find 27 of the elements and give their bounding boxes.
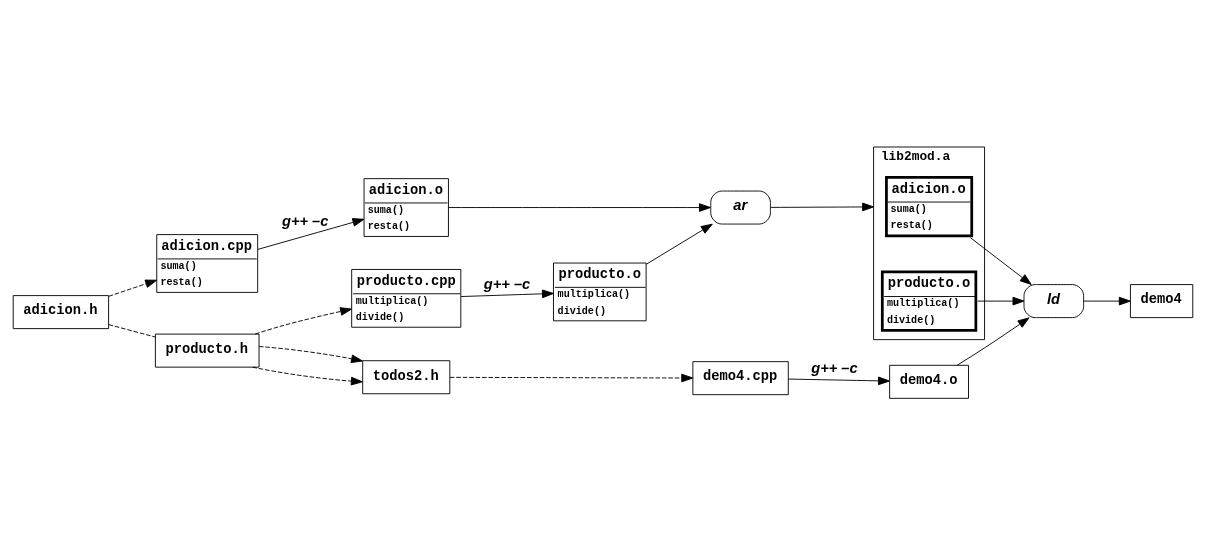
arrow <box>449 373 694 382</box>
arrow <box>645 223 713 265</box>
node-box: adicion.h <box>12 294 110 329</box>
node-box: demo4.cpp <box>692 360 789 395</box>
node-box: ar <box>710 190 771 224</box>
node-box: ld <box>1023 283 1085 318</box>
node-box: demo4 <box>1129 283 1194 318</box>
edge-label: g++ –c <box>483 275 531 292</box>
arrow <box>108 279 158 297</box>
arrow <box>787 376 890 385</box>
arrow <box>257 217 365 250</box>
arrow <box>252 366 363 385</box>
edge-label: g++ –c <box>281 212 329 229</box>
node-box: demo4.o <box>889 364 969 399</box>
arrow <box>460 289 554 298</box>
connector <box>108 323 156 337</box>
arrow <box>977 296 1025 305</box>
arrow <box>254 306 353 334</box>
arrow <box>956 316 1030 366</box>
edge-label: g++ –c <box>811 359 858 376</box>
node-box: todos2.h <box>362 359 451 394</box>
node-box: producto.h <box>154 333 260 368</box>
arrow <box>969 236 1032 285</box>
arrow <box>770 202 875 211</box>
arrow <box>258 345 363 363</box>
arrow <box>1083 296 1131 305</box>
arrow <box>448 202 711 212</box>
